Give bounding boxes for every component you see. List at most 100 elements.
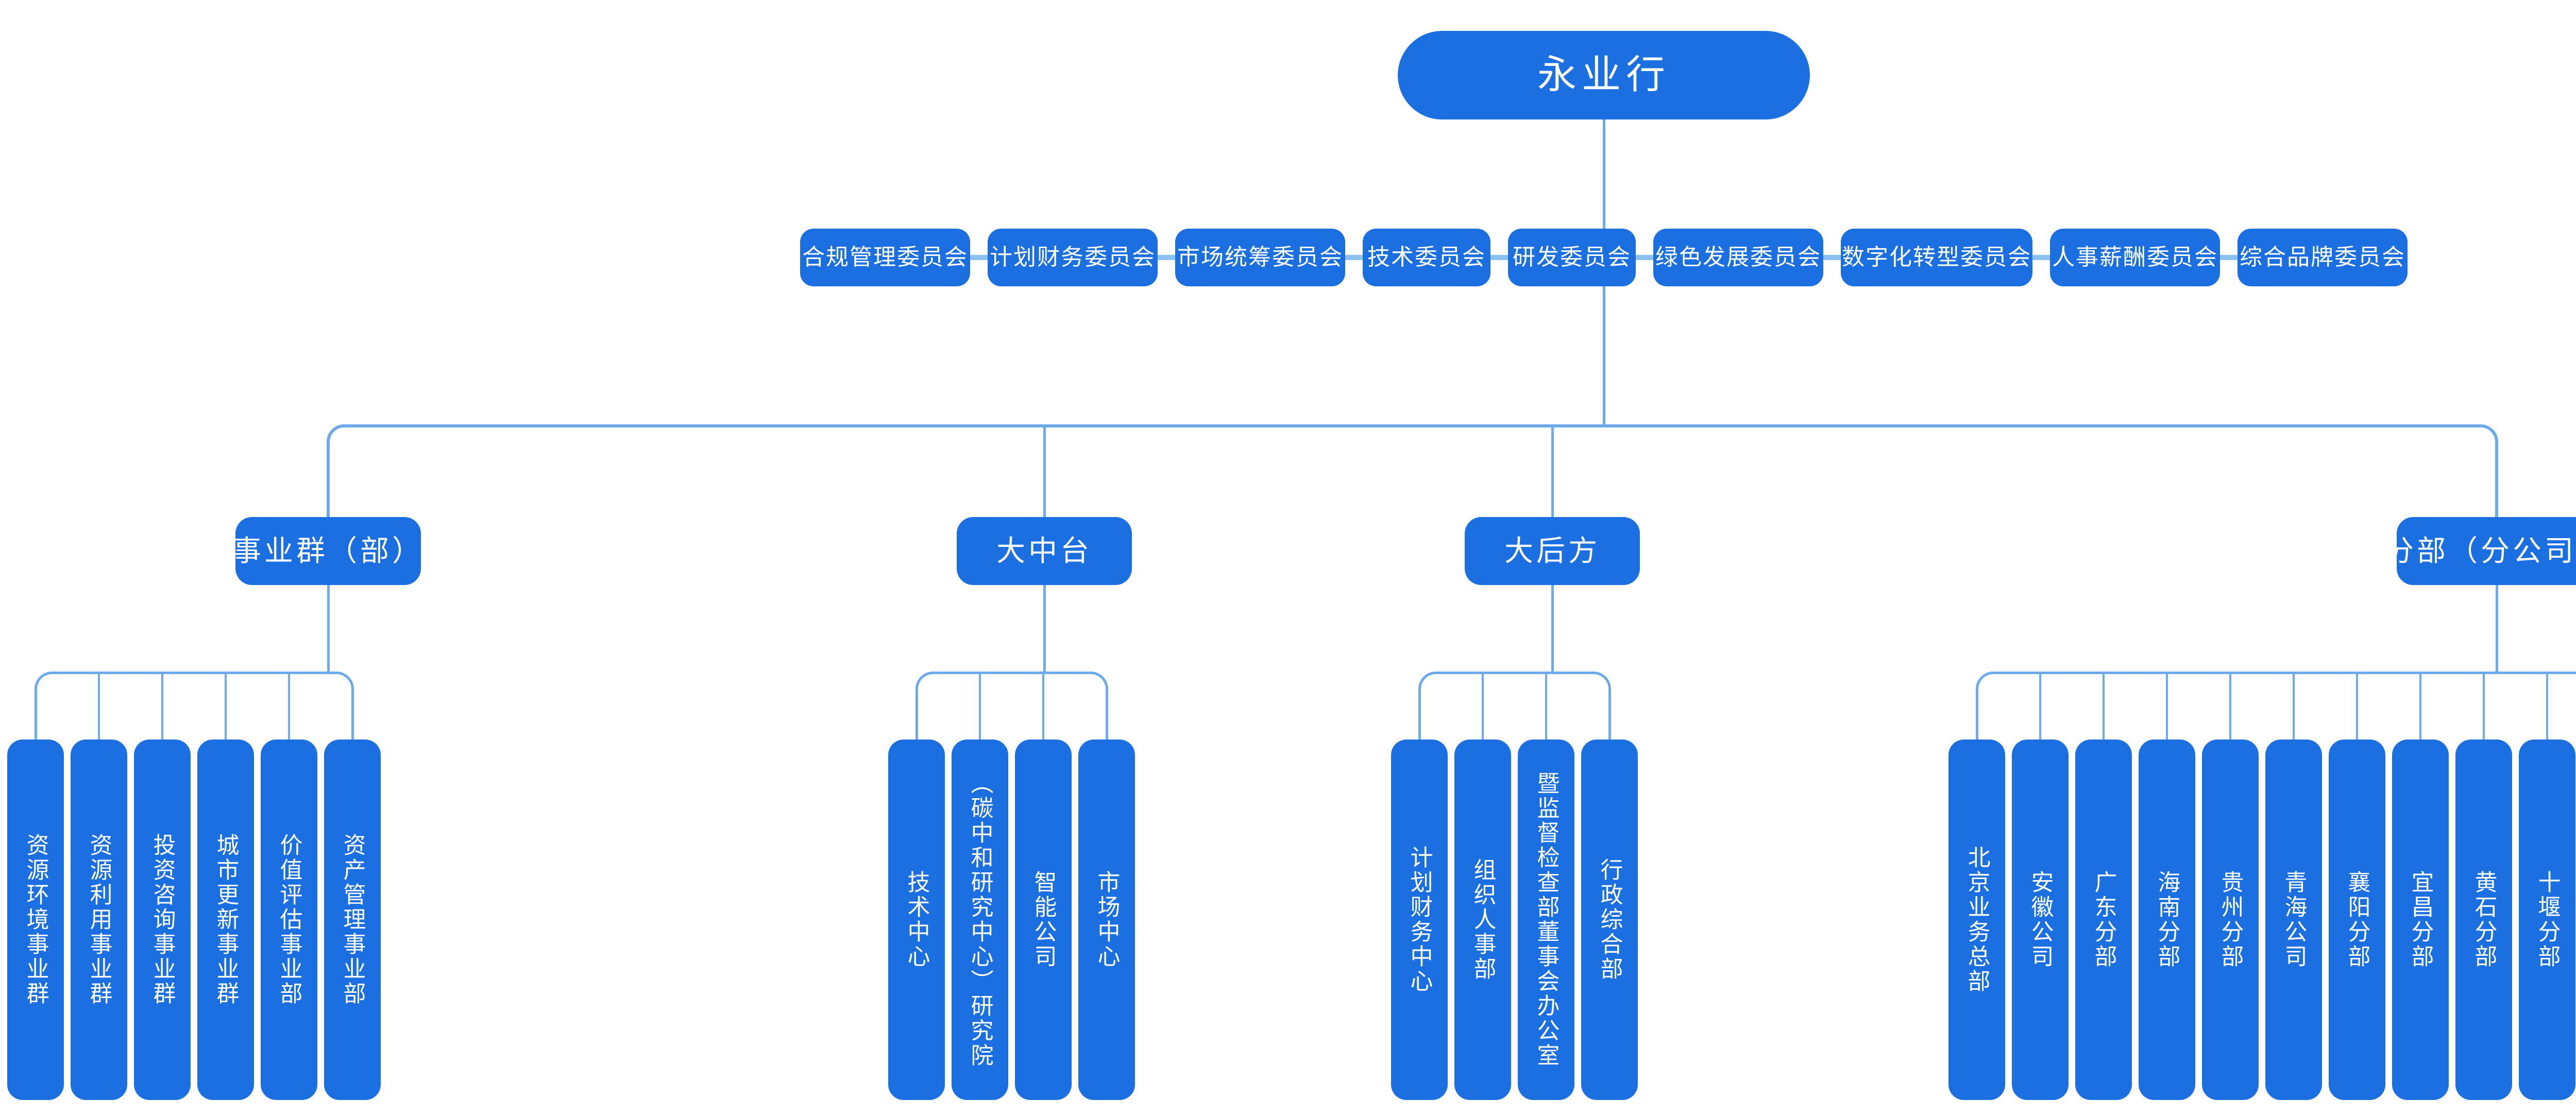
leaf-drop[interactable] xyxy=(1545,672,1547,740)
leaf-node[interactable]: 智能公司 xyxy=(1015,740,1072,1100)
leaf-node[interactable]: 资产管理事业部 xyxy=(324,740,381,1100)
committee-link-3[interactable] xyxy=(1345,255,1363,260)
committee-3[interactable]: 市场统筹委员会 xyxy=(1175,229,1345,286)
leaf-node[interactable]: 市场中心 xyxy=(1078,740,1135,1100)
committee-2[interactable]: 计划财务委员会 xyxy=(988,229,1158,286)
group-1[interactable]: 事业群（部） xyxy=(232,517,421,585)
committee-link-1[interactable] xyxy=(970,255,988,260)
leaf-label-line: 市场中心 xyxy=(1094,870,1120,969)
leaf-drop[interactable] xyxy=(2039,672,2041,740)
leaf-node[interactable]: 组织人事部 xyxy=(1454,740,1511,1100)
committee-9[interactable]: 综合品牌委员会 xyxy=(2238,229,2408,286)
leaf-label-line: 计划财务中心 xyxy=(1406,846,1432,994)
leaf-drop[interactable] xyxy=(161,672,163,740)
leaf-drop[interactable] xyxy=(1042,672,1044,740)
committee-link-8[interactable] xyxy=(2220,255,2238,260)
committee-4[interactable]: 技术委员会 xyxy=(1363,229,1490,286)
root-node[interactable]: 永业行 xyxy=(1398,31,1810,119)
leaf-label-line: 投资咨询事业群 xyxy=(149,833,175,1006)
leaf-node[interactable]: 贵州分部 xyxy=(2202,740,2259,1100)
group-3[interactable]: 大后方 xyxy=(1465,517,1640,585)
committee-link-5[interactable] xyxy=(1636,255,1653,260)
leaf-label-line: 资源环境事业群 xyxy=(23,833,48,1006)
group-to-leaves-bracket[interactable] xyxy=(1418,672,1611,740)
leaf-node[interactable]: （碳中和研究中心）研究院 xyxy=(952,740,1008,1100)
group-drop-2[interactable] xyxy=(1043,424,1046,517)
leaf-drop[interactable] xyxy=(98,672,100,740)
committee-1[interactable]: 合规管理委员会 xyxy=(800,229,970,286)
leaf-drop[interactable] xyxy=(225,672,227,740)
leaf-label-line: 研究院 xyxy=(967,994,993,1068)
leaf-node[interactable]: 资源环境事业群 xyxy=(7,740,64,1100)
leaf-node[interactable]: 资源利用事业群 xyxy=(71,740,127,1100)
leaf-label-line: 组织人事部 xyxy=(1470,858,1496,982)
group-to-leaves-bracket[interactable] xyxy=(1975,672,2576,740)
leaf-drop[interactable] xyxy=(288,672,290,740)
leaf-node[interactable]: 襄阳分部 xyxy=(2329,740,2385,1100)
leaf-drop[interactable] xyxy=(2229,672,2231,740)
leaf-node[interactable]: 海南分部 xyxy=(2139,740,2195,1100)
leaf-label-line: 暨监督检查部 xyxy=(1533,771,1559,920)
leaf-drop[interactable] xyxy=(2483,672,2485,740)
group-to-leaves-bracket[interactable] xyxy=(915,672,1108,740)
committee-8[interactable]: 人事薪酬委员会 xyxy=(2050,229,2220,286)
leaf-label-line: 青海公司 xyxy=(2281,870,2307,969)
leaf-drop[interactable] xyxy=(979,672,981,740)
group-to-leaves-bracket[interactable] xyxy=(34,672,354,740)
leaf-node[interactable]: 北京业务总部 xyxy=(1948,740,2005,1100)
leaf-node[interactable]: 黄石分部 xyxy=(2455,740,2512,1100)
leaf-label-line: 广东分部 xyxy=(2091,870,2116,969)
leaf-node[interactable]: 投资咨询事业群 xyxy=(134,740,191,1100)
leaf-label-line: 智能公司 xyxy=(1030,870,1056,969)
leaf-label-line: 北京业务总部 xyxy=(1964,846,1990,994)
leaf-label-line: 宜昌分部 xyxy=(2408,870,2433,969)
leaf-drop[interactable] xyxy=(2103,672,2105,740)
leaf-node[interactable]: 青海公司 xyxy=(2265,740,2322,1100)
root-to-groups-bracket[interactable] xyxy=(327,424,2498,517)
leaf-drop[interactable] xyxy=(2546,672,2548,740)
leaf-label-line: 价值评估事业部 xyxy=(276,833,302,1006)
leaf-label-line: 资源利用事业群 xyxy=(86,833,112,1006)
leaf-label-line: 技术中心 xyxy=(904,870,929,969)
group-stem[interactable] xyxy=(2496,585,2498,674)
committee-link-4[interactable] xyxy=(1490,255,1508,260)
group-4[interactable]: 分部（分公司） xyxy=(2385,517,2576,585)
leaf-node[interactable]: 暨监督检查部董事会办公室 xyxy=(1518,740,1574,1100)
leaf-node[interactable]: 城市更新事业群 xyxy=(197,740,254,1100)
leaf-node[interactable]: 广东分部 xyxy=(2075,740,2132,1100)
leaf-node[interactable]: 计划财务中心 xyxy=(1391,740,1448,1100)
leaf-label-line: 行政综合部 xyxy=(1597,858,1622,982)
leaf-node[interactable]: 价值评估事业部 xyxy=(261,740,317,1100)
committee-link-7[interactable] xyxy=(2032,255,2050,260)
leaf-drop[interactable] xyxy=(2419,672,2421,740)
leaf-label-line: 安徽公司 xyxy=(2027,870,2053,969)
leaf-drop[interactable] xyxy=(1482,672,1484,740)
committee-6[interactable]: 绿色发展委员会 xyxy=(1653,229,1823,286)
group-drop-3[interactable] xyxy=(1551,424,1554,517)
leaf-label-line: 海南分部 xyxy=(2154,870,2180,969)
group-stem[interactable] xyxy=(1551,585,1554,674)
leaf-label-line: （碳中和研究中心） xyxy=(967,771,993,994)
group-stem[interactable] xyxy=(1043,585,1046,674)
leaf-label-line: 十堰分部 xyxy=(2534,870,2560,969)
leaf-drop[interactable] xyxy=(2356,672,2358,740)
group-2[interactable]: 大中台 xyxy=(957,517,1132,585)
committee-link-2[interactable] xyxy=(1158,255,1175,260)
leaf-drop[interactable] xyxy=(2166,672,2168,740)
leaf-node[interactable]: 技术中心 xyxy=(888,740,945,1100)
leaf-label-line: 贵州分部 xyxy=(2217,870,2243,969)
leaf-node[interactable]: 行政综合部 xyxy=(1581,740,1638,1100)
group-stem[interactable] xyxy=(327,585,330,674)
leaf-drop[interactable] xyxy=(2293,672,2295,740)
leaf-label-line: 城市更新事业群 xyxy=(213,833,239,1006)
committee-5[interactable]: 研发委员会 xyxy=(1508,229,1636,286)
leaf-label-line: 黄石分部 xyxy=(2471,870,2497,969)
leaf-node[interactable]: 十堰分部 xyxy=(2519,740,2575,1100)
leaf-label-line: 董事会办公室 xyxy=(1533,920,1559,1068)
leaf-node[interactable]: 安徽公司 xyxy=(2012,740,2069,1100)
committee-7[interactable]: 数字化转型委员会 xyxy=(1841,229,2032,286)
committee-link-6[interactable] xyxy=(1823,255,1841,260)
leaf-node[interactable]: 宜昌分部 xyxy=(2392,740,2449,1100)
leaf-label-line: 襄阳分部 xyxy=(2344,870,2370,969)
